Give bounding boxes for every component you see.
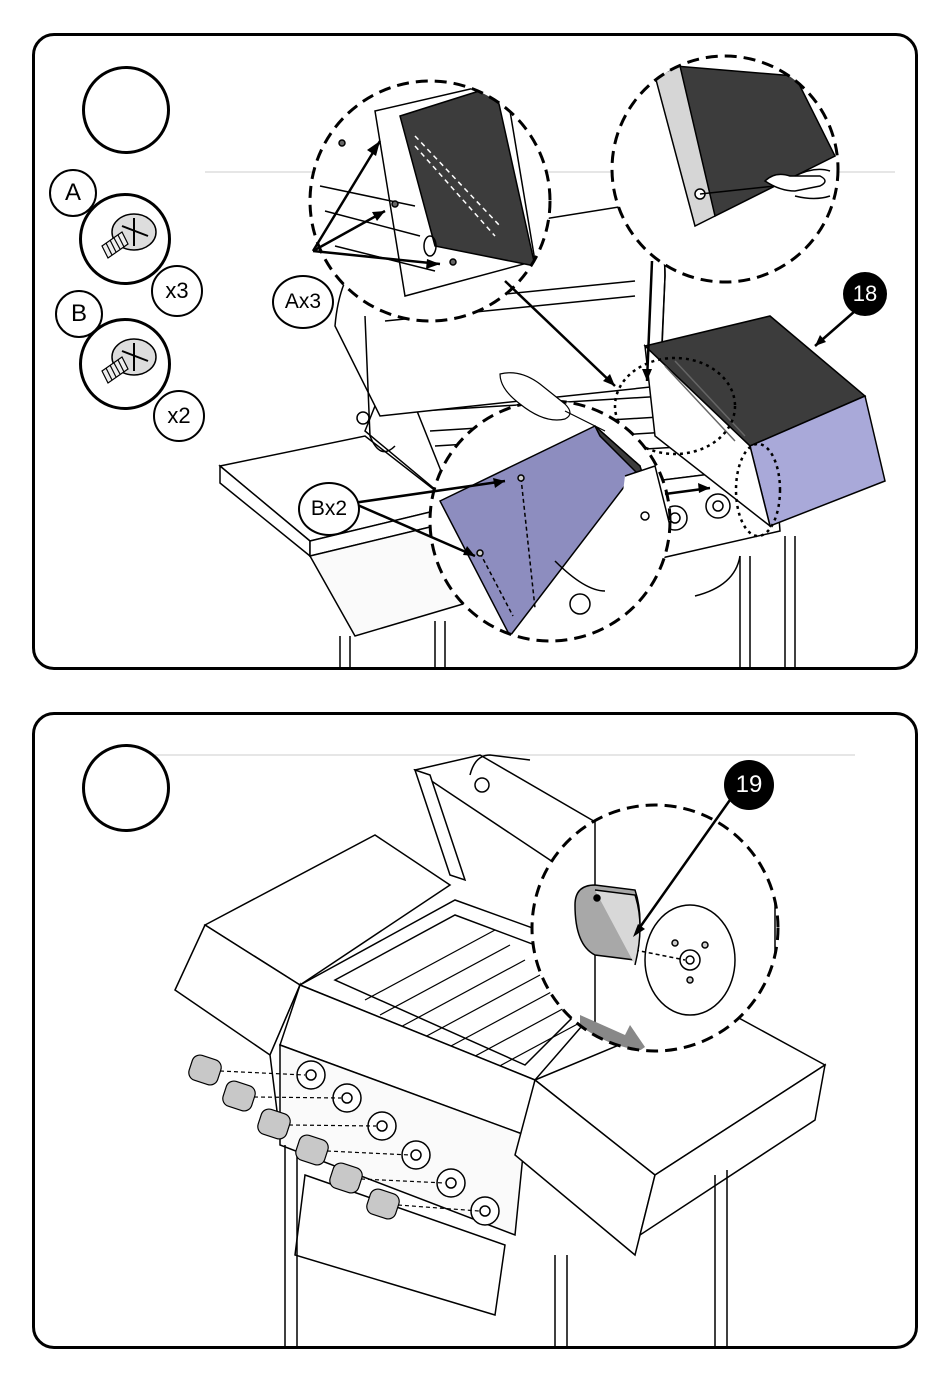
part-number-badge-19: 19 <box>724 760 774 810</box>
callout-ax3-text: Ax3 <box>285 290 321 314</box>
callout-bx2-text: Bx2 <box>311 497 347 521</box>
magnifier-screwdriver <box>612 56 838 282</box>
step-number-circle <box>82 744 170 832</box>
screw-b-icon <box>79 318 171 410</box>
magnifier-bracket <box>310 81 550 321</box>
hardware-b-qty: x2 <box>153 390 205 442</box>
screw-a-icon <box>79 193 171 285</box>
step-2-illustration <box>35 715 918 1349</box>
screw-a-graphic <box>82 196 168 282</box>
screw-b-graphic <box>82 321 168 407</box>
hardware-b-qty-text: x2 <box>167 403 190 429</box>
part-number-18-text: 18 <box>853 281 877 307</box>
part-number-badge-18: 18 <box>843 272 887 316</box>
callout-bx2: Bx2 <box>298 482 360 536</box>
step-number-circle <box>82 66 170 154</box>
callout-ax3: Ax3 <box>272 275 334 329</box>
part-number-19-text: 19 <box>736 771 763 799</box>
step-panel-2: 19 <box>32 712 918 1349</box>
hardware-a-qty-text: x3 <box>165 278 188 304</box>
hardware-a-letter-text: A <box>65 179 81 207</box>
step-panel-1: A x3 B x2 <box>32 33 918 670</box>
hardware-a-qty: x3 <box>151 265 203 317</box>
